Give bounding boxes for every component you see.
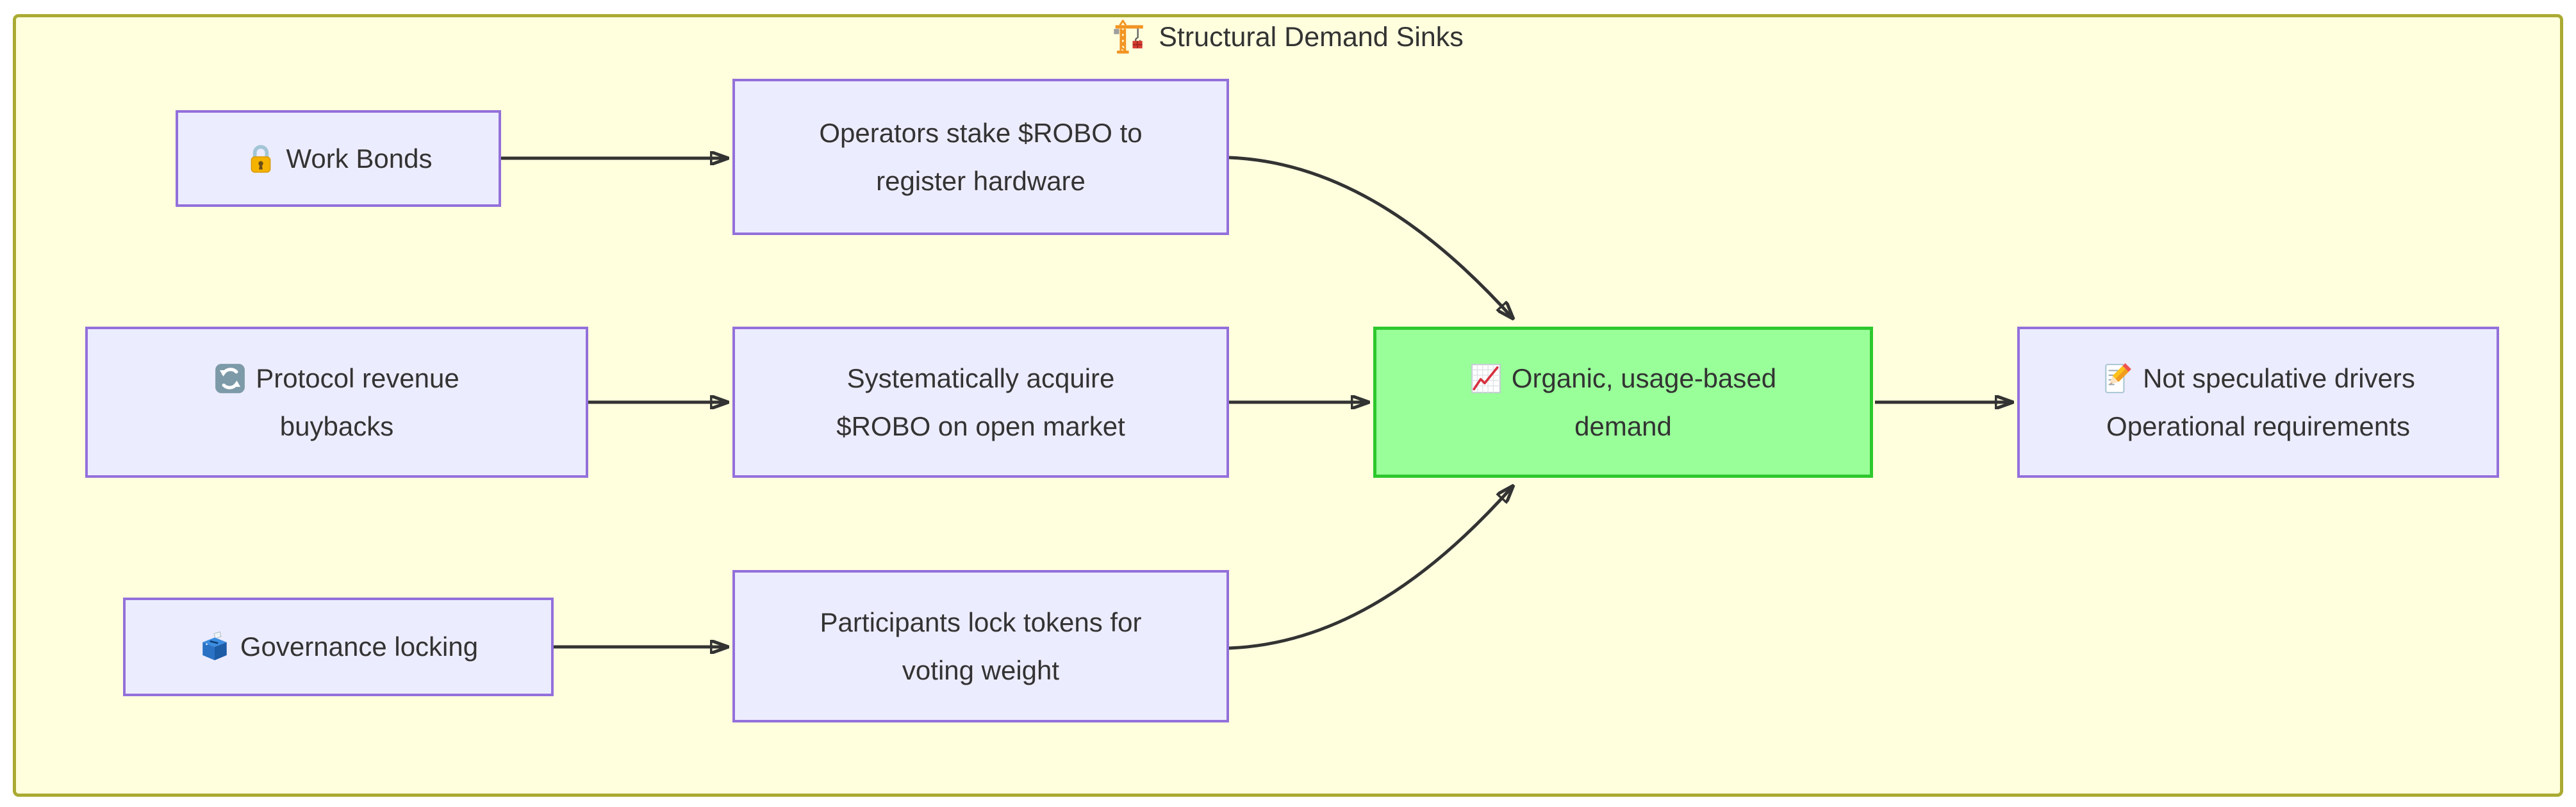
building-construction-icon: [1112, 19, 1148, 55]
memo-icon: [2101, 363, 2133, 395]
node-protocol-buybacks: Protocol revenue buybacks: [85, 327, 588, 478]
node-label-line: register hardware: [876, 157, 1086, 205]
diagram-title: Structural Demand Sinks: [0, 19, 2576, 55]
node-label-text: Work Bonds: [286, 143, 433, 174]
node-label-line: demand: [1574, 402, 1672, 450]
node-label-line: Operators stake $ROBO to: [819, 109, 1142, 157]
node-label-text: Not speculative drivers: [2143, 363, 2415, 393]
node-label-line: Systematically acquire: [847, 354, 1115, 402]
node-label-line: voting weight: [902, 646, 1059, 694]
node-label-line: Organic, usage-based: [1470, 354, 1776, 402]
node-operators-stake: Operators stake $ROBO to register hardwar…: [732, 79, 1229, 235]
node-label-line: Governance locking: [199, 623, 478, 671]
node-organic-demand: Organic, usage-based demand: [1373, 327, 1873, 478]
node-label-line: Protocol revenue: [214, 354, 459, 402]
diagram-title-text: Structural Demand Sinks: [1159, 21, 1464, 53]
node-label-text: Participants lock tokens for: [820, 607, 1142, 637]
node-label-line: Not speculative drivers: [2101, 354, 2415, 402]
node-work-bonds: Work Bonds: [176, 110, 501, 207]
node-label-text: Operational requirements: [2106, 411, 2410, 441]
node-label-text: $ROBO on open market: [836, 411, 1125, 441]
node-label-text: voting weight: [902, 655, 1060, 685]
node-label-text: Operators stake $ROBO to: [819, 117, 1143, 148]
node-label-text: Systematically acquire: [846, 363, 1115, 393]
node-label-text: Organic, usage-based: [1511, 363, 1777, 393]
node-label-text: Protocol revenue: [256, 363, 459, 393]
node-label-text: demand: [1574, 411, 1672, 441]
node-label-line: Operational requirements: [2106, 402, 2410, 450]
chart-increasing-icon: [1470, 363, 1502, 395]
node-label-line: buybacks: [280, 402, 393, 450]
ballot-box-icon: [199, 631, 231, 663]
node-label-text: buybacks: [279, 411, 394, 441]
node-governance-locking: Governance locking: [123, 598, 554, 696]
node-acquire-open-market: Systematically acquire $ROBO on open mark…: [732, 327, 1229, 478]
counterclockwise-arrows-icon: [214, 363, 246, 395]
node-label-line: Participants lock tokens for: [820, 598, 1142, 646]
locked-icon: [245, 143, 277, 175]
node-label-text: Governance locking: [240, 632, 479, 662]
node-label-text: register hardware: [876, 165, 1086, 196]
node-participants-lock: Participants lock tokens for voting weigh…: [732, 570, 1229, 722]
node-label-line: $ROBO on open market: [836, 402, 1125, 450]
node-label-line: Work Bonds: [245, 134, 433, 183]
